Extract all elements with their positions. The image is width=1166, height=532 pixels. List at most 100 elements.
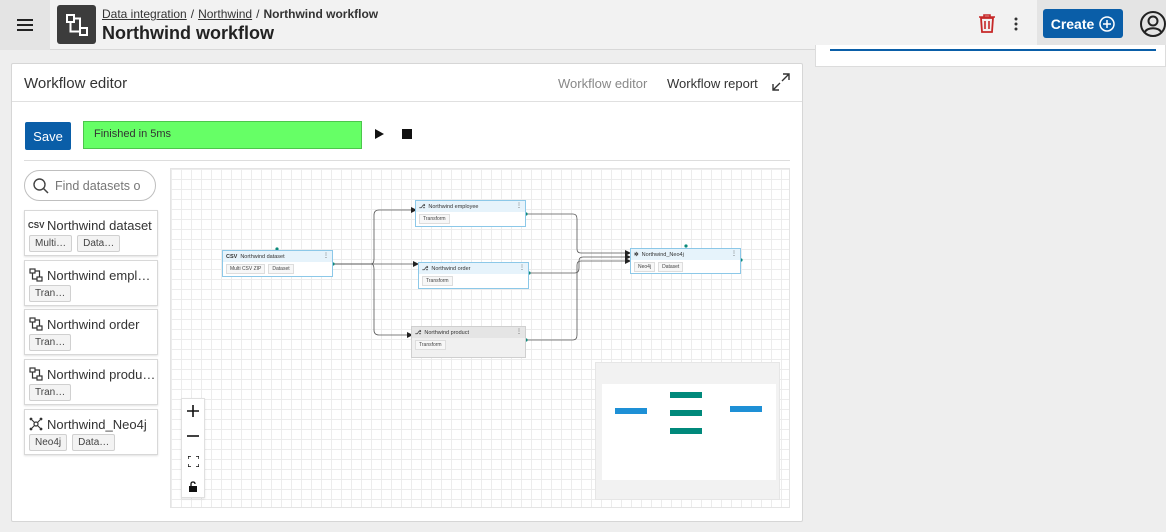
breadcrumb: Data integration/Northwind/Northwind wor… bbox=[102, 7, 379, 21]
transform-icon: ⎇ bbox=[415, 329, 422, 336]
breadcrumb-data-integration[interactable]: Data integration bbox=[102, 7, 187, 21]
expand-icon bbox=[772, 73, 790, 91]
save-button[interactable]: Save bbox=[25, 122, 71, 150]
dataset-item-northwind-employee[interactable]: Northwind emplo… Tran… bbox=[24, 260, 158, 306]
dataset-name: Northwind dataset bbox=[47, 217, 152, 233]
node-tag: Dataset bbox=[658, 262, 684, 272]
node-title: Northwind employee bbox=[428, 203, 479, 210]
dataset-name: Northwind_Neo4j bbox=[47, 416, 147, 432]
node-menu-icon[interactable]: ⋮ bbox=[516, 203, 522, 209]
node-menu-icon[interactable]: ⋮ bbox=[516, 329, 522, 335]
user-account-button[interactable] bbox=[1139, 10, 1166, 38]
neo4j-icon: ✲ bbox=[634, 251, 639, 258]
search-input[interactable] bbox=[55, 177, 151, 195]
unlock-icon bbox=[189, 480, 197, 492]
fit-view-button[interactable] bbox=[182, 449, 204, 473]
dataset-tag: Data… bbox=[72, 434, 116, 451]
fullscreen-button[interactable] bbox=[772, 73, 792, 93]
trash-icon bbox=[979, 14, 995, 33]
transform-icon: ⎇ bbox=[422, 265, 429, 272]
divider bbox=[24, 160, 790, 161]
page-title: Northwind workflow bbox=[102, 23, 274, 43]
zoom-controls bbox=[181, 398, 205, 498]
minimap[interactable] bbox=[595, 362, 780, 500]
node-tag: Neo4j bbox=[634, 262, 656, 272]
breadcrumb-northwind[interactable]: Northwind bbox=[198, 7, 253, 21]
node-menu-icon[interactable]: ⋮ bbox=[519, 265, 525, 271]
node-tag: Dataset bbox=[268, 264, 294, 274]
zoom-in-button[interactable] bbox=[182, 399, 204, 423]
panel-header: Workflow editor Workflow editor Workflow… bbox=[12, 64, 802, 102]
transform-icon bbox=[29, 268, 43, 282]
minimap-node bbox=[615, 408, 647, 414]
workflow-edges bbox=[275, 207, 743, 342]
dataset-tag: Neo4j bbox=[29, 434, 68, 451]
edge-order-neo4j bbox=[529, 256, 627, 274]
minimap-node bbox=[670, 428, 702, 434]
edge-dataset-product bbox=[333, 263, 407, 336]
dataset-tag: Tran… bbox=[29, 384, 72, 401]
node-menu-icon[interactable]: ⋮ bbox=[323, 253, 329, 259]
node-title: Northwind order bbox=[431, 265, 471, 272]
breadcrumb-current: Northwind workflow bbox=[263, 7, 379, 21]
create-button[interactable]: Create bbox=[1043, 9, 1123, 38]
minimap-node bbox=[670, 392, 702, 398]
transform-icon bbox=[29, 367, 43, 381]
stop-button[interactable] bbox=[402, 129, 412, 139]
minimap-node bbox=[730, 406, 762, 412]
dataset-tag: Tran… bbox=[29, 285, 72, 302]
workflow-editor-panel: Workflow editor Workflow editor Workflow… bbox=[11, 63, 803, 522]
minus-icon bbox=[187, 435, 199, 437]
csv-icon: CSV bbox=[28, 220, 45, 230]
edge-dataset-employee bbox=[333, 209, 411, 265]
node-tag: Transform bbox=[415, 340, 446, 350]
node-northwind-employee[interactable]: ⎇Northwind employee ⋮ Transform bbox=[415, 200, 526, 227]
add-circle-icon bbox=[1099, 15, 1116, 32]
hamburger-icon bbox=[17, 19, 33, 31]
neo4j-icon bbox=[29, 417, 43, 431]
play-icon bbox=[375, 129, 384, 139]
dataset-name: Northwind order bbox=[47, 316, 140, 332]
user-icon bbox=[1140, 11, 1166, 37]
zoom-out-button[interactable] bbox=[182, 424, 204, 448]
dataset-tag: Data… bbox=[77, 235, 121, 252]
node-menu-icon[interactable]: ⋮ bbox=[731, 251, 737, 257]
tab-workflow-editor[interactable]: Workflow editor bbox=[558, 76, 648, 91]
top-bar: Data integration/Northwind/Northwind wor… bbox=[0, 0, 1166, 50]
node-title: Northwind_Neo4j bbox=[641, 251, 684, 258]
node-tag: Multi CSV ZIP bbox=[226, 264, 266, 274]
run-button[interactable] bbox=[373, 127, 387, 141]
edge-product-neo4j bbox=[526, 260, 627, 341]
minimap-node bbox=[670, 410, 702, 416]
node-tag: Transform bbox=[422, 276, 453, 286]
dataset-name: Northwind produ… bbox=[47, 366, 156, 382]
node-title: Northwind product bbox=[424, 329, 469, 336]
dataset-item-northwind-product[interactable]: Northwind produ… Tran… bbox=[24, 359, 158, 405]
lock-button[interactable] bbox=[182, 474, 204, 498]
create-label: Create bbox=[1050, 15, 1095, 32]
node-northwind-order[interactable]: ⎇Northwind order ⋮ Transform bbox=[418, 262, 529, 289]
fit-view-icon bbox=[187, 455, 199, 467]
node-title: Northwind dataset bbox=[240, 253, 285, 260]
right-panel-card bbox=[815, 45, 1166, 67]
more-vertical-icon bbox=[1014, 17, 1018, 31]
workflow-app-icon bbox=[57, 5, 96, 44]
dataset-item-northwind-order[interactable]: Northwind order Tran… bbox=[24, 309, 158, 355]
more-options-button[interactable] bbox=[1008, 13, 1024, 35]
dataset-tag: Tran… bbox=[29, 334, 72, 351]
hamburger-menu-button[interactable] bbox=[0, 0, 50, 50]
edge-employee-neo4j bbox=[526, 213, 627, 254]
transform-icon bbox=[29, 317, 43, 331]
panel-title: Workflow editor bbox=[24, 75, 128, 92]
plus-icon bbox=[187, 405, 199, 417]
tab-workflow-report[interactable]: Workflow report bbox=[667, 76, 758, 91]
delete-button[interactable] bbox=[978, 13, 998, 35]
node-tag: Transform bbox=[419, 214, 450, 224]
transform-icon: ⎇ bbox=[419, 203, 426, 210]
node-northwind-product[interactable]: ⎇Northwind product ⋮ Transform bbox=[411, 326, 526, 358]
